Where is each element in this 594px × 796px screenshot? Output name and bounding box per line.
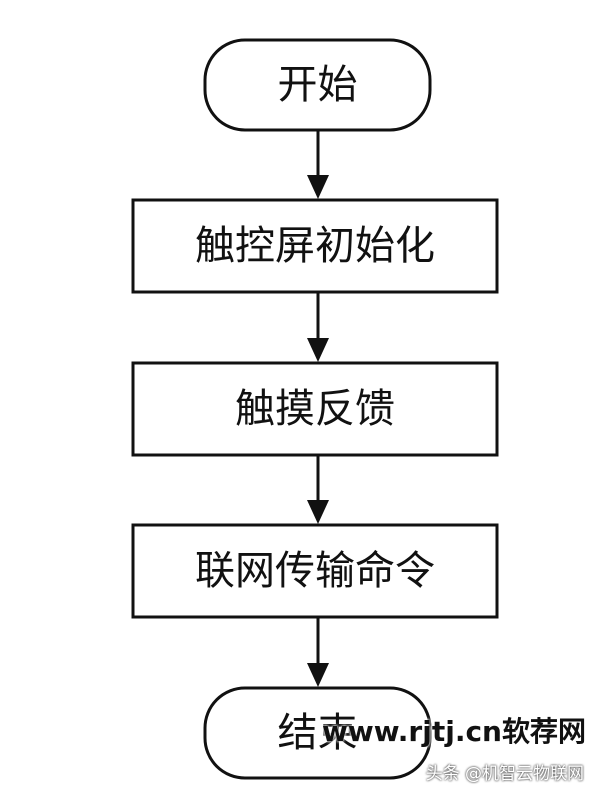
arrowhead-icon [307,175,329,199]
node-feedback-box [131,361,499,457]
node-end: 结束 [203,686,432,780]
edge-network-to-end [307,618,329,687]
node-network-box [131,523,499,619]
arrowhead-icon [307,338,329,362]
node-init-label: 触控屏初始化 [195,223,435,269]
edge-start-to-init [307,131,329,199]
flow-edges [307,131,329,687]
arrowhead-icon [307,663,329,687]
node-init-box [131,198,499,294]
node-init: 触控屏初始化 [131,198,499,294]
edge-feedback-to-network [307,456,329,524]
source-credit: 头条 @机智云物联网 [425,764,584,784]
node-network-label: 联网传输命令 [195,548,435,594]
arrowhead-icon [307,500,329,524]
node-start-label: 开始 [278,62,358,108]
node-end-label: 结束 [278,710,358,756]
node-start: 开始 [203,38,432,132]
node-feedback-label: 触摸反馈 [235,386,395,432]
node-network: 联网传输命令 [131,523,499,619]
node-feedback: 触摸反馈 [131,361,499,457]
node-start-box [203,38,432,132]
site-watermark: www.rjtj.cn软荐网 [321,715,586,748]
edge-init-to-feedback [307,293,329,362]
node-end-box [203,686,432,780]
